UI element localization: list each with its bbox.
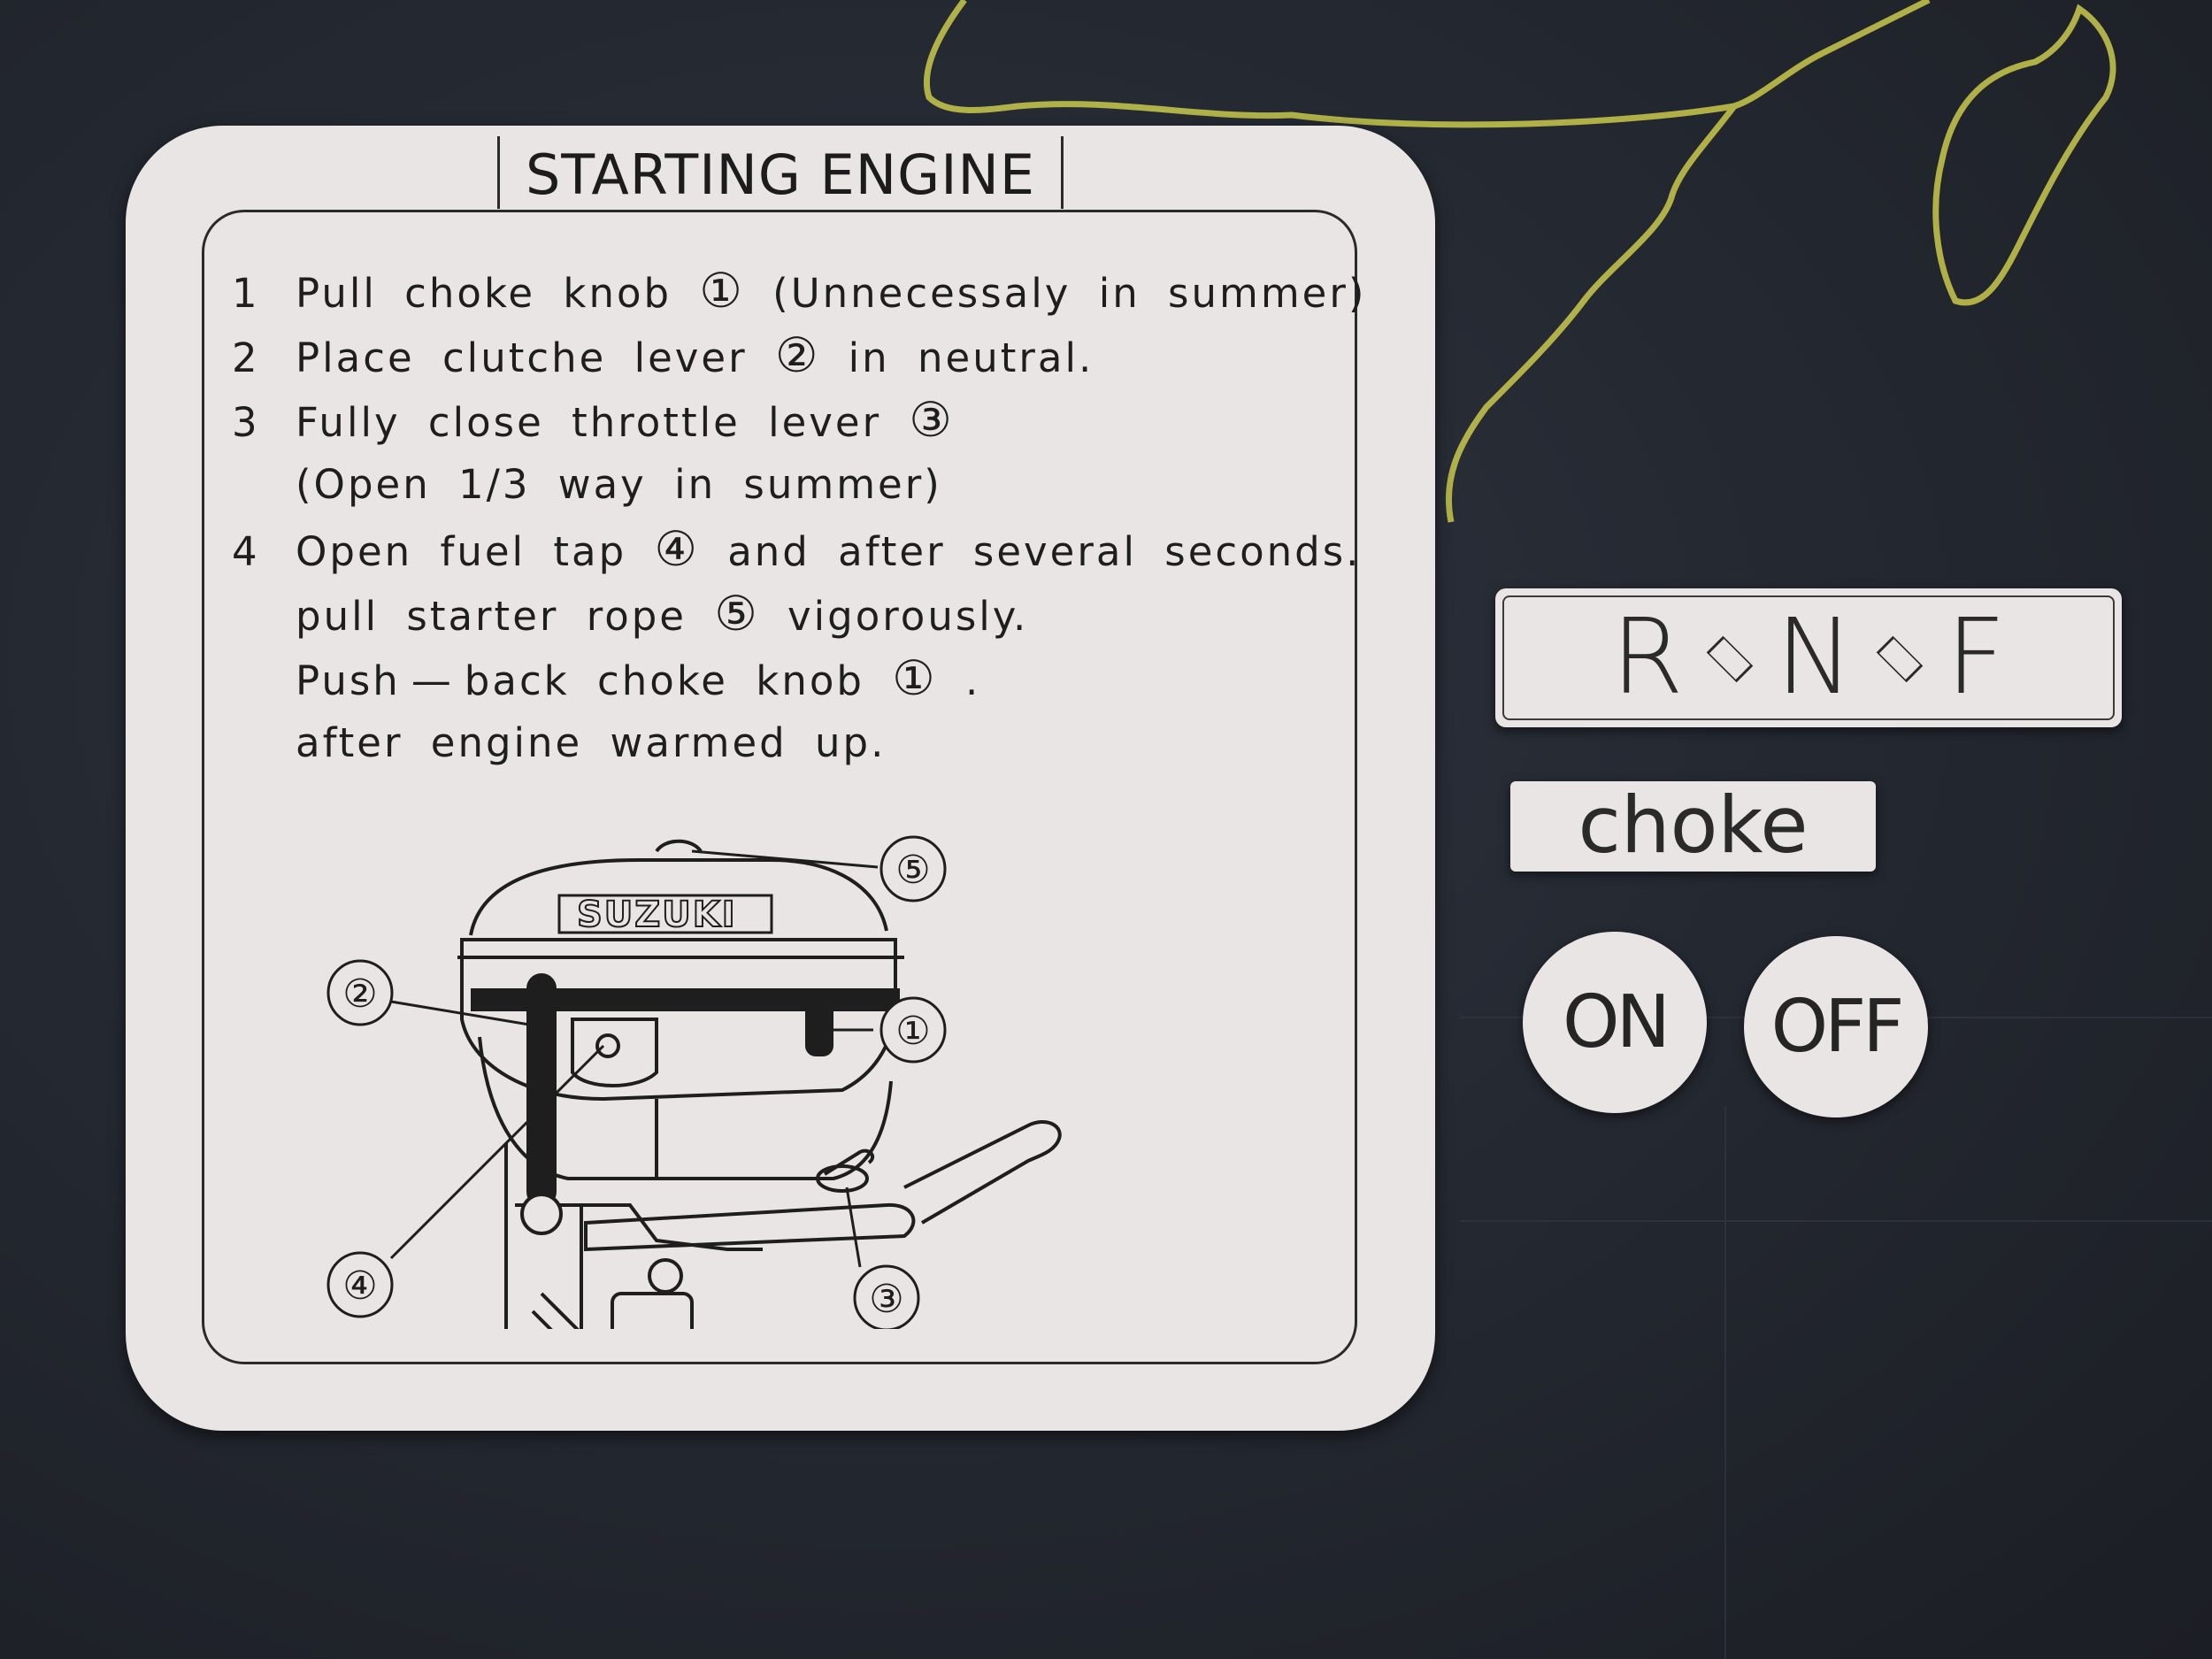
callout-2: ② xyxy=(342,972,377,1017)
callout-mark: ⑤ xyxy=(714,586,760,641)
placard-title: STARTING ENGINE xyxy=(497,136,1064,209)
callout-mark: ② xyxy=(774,327,821,383)
outboard-motor-diagram: SUZUKI ⑤ ① ② ④ ③ xyxy=(326,835,1062,1329)
step-line: (Open 1/3 way in summer) xyxy=(296,461,942,508)
engine-cover xyxy=(469,858,888,936)
diamond-icon xyxy=(1706,635,1754,683)
choke-plate: choke xyxy=(1510,781,1876,872)
placard-frame xyxy=(202,210,1357,1364)
coastline-outline xyxy=(1445,104,1737,523)
callout-mark: ④ xyxy=(654,521,700,577)
diamond-icon xyxy=(1876,635,1924,683)
off-disc: OFF xyxy=(1744,936,1928,1118)
step-line: pull starter rope ⑤ vigorously. xyxy=(296,586,1029,641)
neutral-label: N xyxy=(1775,595,1855,718)
callout-mark: ③ xyxy=(909,392,955,448)
reverse-label: R xyxy=(1610,595,1684,718)
tiller-arm xyxy=(584,1202,916,1252)
callout-4: ④ xyxy=(342,1263,377,1309)
callout-1: ① xyxy=(895,1009,930,1054)
on-disc: ON xyxy=(1523,932,1707,1113)
step-line: after engine warmed up. xyxy=(296,719,887,766)
forward-label: F xyxy=(1946,595,2007,718)
step-line: Push — back choke knob ① . xyxy=(296,650,981,706)
continent-outline xyxy=(923,0,1931,128)
callout-5: ⑤ xyxy=(895,848,930,893)
madagascar-outline xyxy=(1932,4,2116,306)
callout-3: ③ xyxy=(869,1277,903,1322)
brand-logo: SUZUKI xyxy=(577,895,737,935)
callout-mark: ① xyxy=(892,650,938,706)
callout-mark: ① xyxy=(699,263,745,319)
